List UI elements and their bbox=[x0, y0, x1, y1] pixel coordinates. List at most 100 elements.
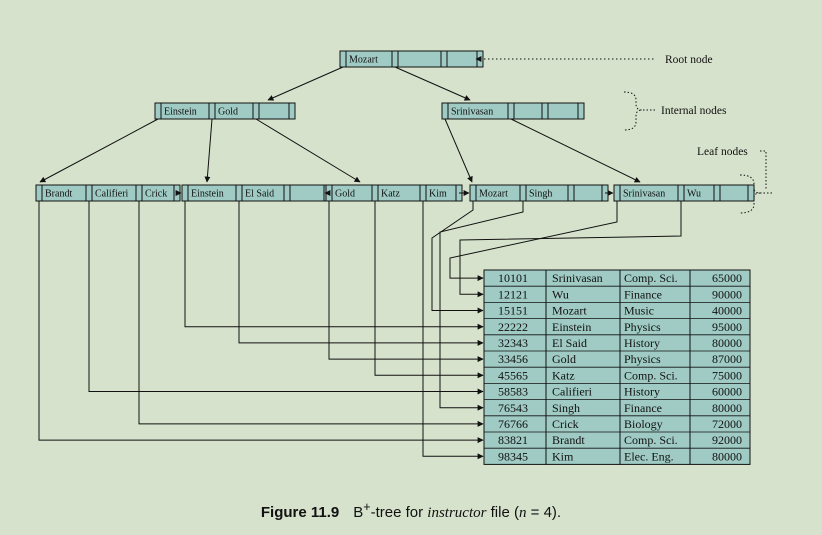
pointer-cell bbox=[519, 184, 527, 202]
edge-leaf-record bbox=[449, 201, 618, 282]
annotations: Root node Internal nodes Leaf nodes bbox=[475, 54, 772, 214]
pointer-cell bbox=[440, 50, 448, 68]
pointer-cell bbox=[235, 184, 243, 202]
table-row: 58583 Califieri History 60000 bbox=[498, 385, 742, 399]
table-cell: 60000 bbox=[712, 385, 742, 399]
table-cell: 15151 bbox=[498, 304, 528, 318]
table-cell: Singh bbox=[552, 401, 580, 415]
table-cell: 87000 bbox=[712, 352, 742, 366]
key-cell bbox=[258, 102, 290, 120]
pointer-cell bbox=[567, 184, 575, 202]
leaf-nodes-label: Leaf nodes bbox=[697, 146, 748, 158]
pointer-cell bbox=[283, 184, 291, 202]
node-key: Califieri bbox=[95, 189, 129, 200]
edge-internal-leaf1 bbox=[39, 118, 159, 183]
internal-nodes-label: Internal nodes bbox=[661, 105, 727, 117]
node-key: Brandt bbox=[45, 189, 72, 200]
internal-nodes-brace bbox=[623, 91, 643, 131]
table-cell: Physics bbox=[624, 352, 661, 366]
pointer-cell bbox=[208, 102, 216, 120]
caption-text-mid: -tree for bbox=[370, 504, 428, 521]
pointer-cell bbox=[35, 184, 43, 202]
node-key: Katz bbox=[381, 189, 400, 200]
edge-leaf-record bbox=[184, 201, 484, 330]
pointer-cell bbox=[613, 184, 621, 202]
edge-leaf-record bbox=[88, 201, 484, 395]
key-cell bbox=[397, 50, 442, 68]
table-cell: Kim bbox=[552, 449, 574, 463]
figure-number: Figure 11.9 bbox=[260, 504, 340, 521]
node-key: Wu bbox=[687, 189, 701, 200]
tree-pointers bbox=[38, 66, 682, 460]
table-cell: Comp. Sci. bbox=[624, 271, 678, 285]
key-cell bbox=[573, 184, 603, 202]
node-key: Crick bbox=[145, 189, 167, 200]
node-root: Mozart bbox=[339, 50, 484, 68]
edge-internal-leaf4 bbox=[444, 118, 473, 183]
pointer-cell bbox=[154, 102, 162, 120]
table-cell: 45565 bbox=[498, 368, 528, 382]
pointer-cell bbox=[677, 184, 685, 202]
table-cell: 10101 bbox=[498, 271, 528, 285]
caption-text-after: file ( bbox=[486, 504, 519, 521]
table-cell: Katz bbox=[552, 368, 575, 382]
table-cell: History bbox=[624, 336, 660, 350]
table-cell: 22222 bbox=[498, 320, 528, 334]
table-cell: Elec. Eng. bbox=[624, 449, 674, 463]
table-cell: 80000 bbox=[712, 401, 742, 415]
pointer-cell bbox=[135, 184, 143, 202]
key-cell bbox=[547, 102, 579, 120]
table-cell: 40000 bbox=[712, 304, 742, 318]
table-row: 10101 Srinivasan Comp. Sci. 65000 bbox=[498, 271, 742, 285]
table-cell: 65000 bbox=[712, 271, 742, 285]
edge-root-left bbox=[267, 66, 344, 101]
table-cell: Gold bbox=[552, 352, 576, 366]
table-cell: 92000 bbox=[712, 433, 742, 447]
edge-leaf-record bbox=[38, 201, 484, 444]
node-internal_left: Einstein Gold bbox=[154, 102, 296, 120]
node-leaf1: Brandt Califieri Crick bbox=[35, 184, 181, 202]
pointer-cell bbox=[391, 50, 399, 68]
table-cell: 33456 bbox=[498, 352, 528, 366]
table-cell: 76543 bbox=[498, 401, 528, 415]
pointer-cell bbox=[419, 184, 427, 202]
table-row: 33456 Gold Physics 87000 bbox=[498, 352, 742, 366]
table-cell: Srinivasan bbox=[552, 271, 603, 285]
table-cell: Califieri bbox=[552, 385, 593, 399]
table-cell: Comp. Sci. bbox=[624, 433, 678, 447]
edge-root-right bbox=[394, 66, 471, 101]
edge-leaf-record bbox=[238, 201, 484, 346]
pointer-cell bbox=[288, 102, 296, 120]
table-cell: Brandt bbox=[552, 433, 585, 447]
table-cell: 95000 bbox=[712, 320, 742, 334]
edge-leaf-record bbox=[328, 201, 484, 363]
table-cell: Wu bbox=[552, 287, 569, 301]
edge-leaf-record bbox=[459, 201, 682, 298]
table-cell: 80000 bbox=[712, 449, 742, 463]
table-cell: 12121 bbox=[498, 287, 528, 301]
caption-text-end: = 4). bbox=[526, 504, 562, 521]
edge-leaf-record bbox=[439, 201, 524, 411]
caption-n: n bbox=[518, 505, 527, 521]
node-key: Kim bbox=[429, 189, 447, 200]
node-key: Einstein bbox=[164, 107, 197, 118]
node-key: Mozart bbox=[479, 189, 508, 200]
table-cell: 80000 bbox=[712, 336, 742, 350]
key-cell bbox=[719, 184, 749, 202]
table-cell: Mozart bbox=[552, 304, 587, 318]
table-cell: 58583 bbox=[498, 385, 528, 399]
table-cell: 32343 bbox=[498, 336, 528, 350]
table-cell: History bbox=[624, 385, 660, 399]
edge-leaf-record bbox=[422, 201, 484, 460]
table-cell: Biology bbox=[624, 417, 663, 431]
table-cell: 83821 bbox=[498, 433, 528, 447]
table-cell: Physics bbox=[624, 320, 661, 334]
node-key: Gold bbox=[218, 107, 238, 118]
